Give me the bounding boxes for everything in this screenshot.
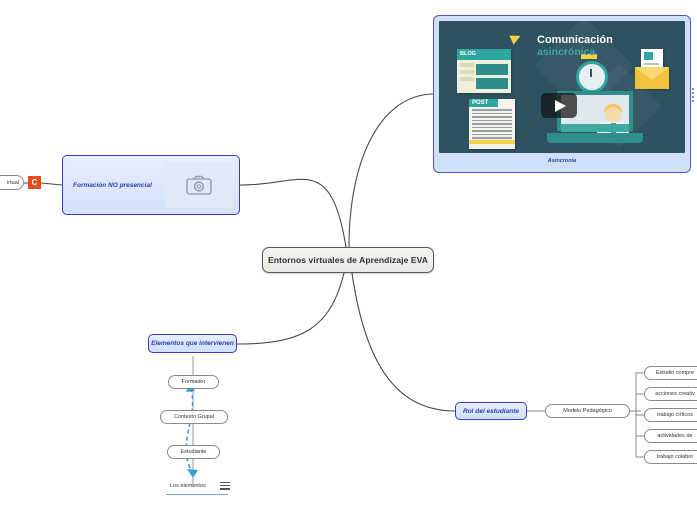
node-aula-virtual-label: irtual [7, 179, 19, 186]
node-contexto-grupal[interactable]: Contexto Grupal [160, 410, 228, 424]
node-formacion-label: Formación NO presencial [73, 181, 152, 189]
play-icon[interactable] [541, 93, 577, 118]
node-rol-label: Rol del estudiante [463, 407, 519, 415]
envelope-icon [635, 67, 669, 89]
post-card-graphic: POST [469, 99, 515, 149]
node-elementos-label: Elementos que intervienen [151, 340, 234, 347]
thumbnail-subtitle: asincrónica [537, 45, 596, 58]
node-trabajo-colaborativo-label: trabajo colabor [656, 454, 694, 460]
node-rol-del-estudiante[interactable]: Rol del estudiante [455, 402, 527, 420]
node-estudio-comprensivo-label: Estudio compre [655, 370, 695, 376]
node-los-elementos[interactable]: Los elementos [170, 483, 206, 489]
node-aula-virtual-partial[interactable]: irtual [0, 175, 24, 190]
blog-label: BLOG [457, 49, 511, 60]
node-estudio-comprensivo[interactable]: Estudio compre [644, 366, 697, 380]
clock-icon [576, 61, 608, 93]
node-formacion-no-presencial[interactable]: Formación NO presencial [62, 155, 240, 215]
camera-icon[interactable] [165, 162, 233, 208]
node-formador[interactable]: Formador [168, 375, 219, 389]
node-modelo-pedagogico[interactable]: Modelo Pedagógico [545, 404, 630, 418]
node-elementos-que-intervienen[interactable]: Elementos que intervienen [148, 334, 237, 353]
node-actividades-de-label: actividades de [657, 433, 693, 439]
resize-handle-dots[interactable] [692, 88, 696, 102]
camera-icon-glyph [186, 175, 212, 195]
blog-card-graphic: BLOG [457, 49, 511, 93]
node-los-elementos-underline [166, 494, 228, 495]
root-node-label: Entornos virtuales de Aprendizaje EVA [267, 255, 429, 265]
post-label: POST [469, 99, 498, 107]
hamburger-menu-icon[interactable] [220, 482, 230, 490]
node-contexto-grupal-label: Contexto Grupal [173, 414, 215, 420]
node-trabajo-criticos-label: trabajo críticos [657, 412, 693, 418]
node-actividades-de[interactable]: actividades de [644, 429, 697, 443]
thumbnail-title-line1: Comunicación [537, 34, 613, 46]
node-los-elementos-label: Los elementos [170, 483, 206, 489]
node-estudiante-label: Estudiante [180, 449, 207, 455]
root-node[interactable]: Entornos virtuales de Aprendizaje EVA [262, 247, 434, 273]
paper-plane-icon [509, 31, 523, 45]
node-trabajo-colaborativo[interactable]: trabajo colabor [644, 450, 697, 464]
node-estudiante[interactable]: Estudiante [167, 445, 220, 459]
node-acciones-creativas[interactable]: acciones creativ [644, 387, 697, 401]
status-badge-label: C [31, 178, 38, 187]
node-modelo-pedagogico-label: Modelo Pedagógico [563, 408, 612, 414]
media-caption: Asincronía [547, 158, 577, 164]
node-trabajo-criticos[interactable]: trabajo críticos [644, 408, 697, 422]
thumbnail-title: Comunicación asincrónica [537, 34, 613, 58]
status-badge-c[interactable]: C [28, 176, 41, 189]
video-thumbnail[interactable]: BLOG POST [439, 21, 685, 153]
media-card-asincronia[interactable]: BLOG POST [433, 15, 691, 173]
node-formador-label: Formador [181, 379, 206, 385]
node-acciones-creativas-label: acciones creativ [655, 391, 695, 397]
